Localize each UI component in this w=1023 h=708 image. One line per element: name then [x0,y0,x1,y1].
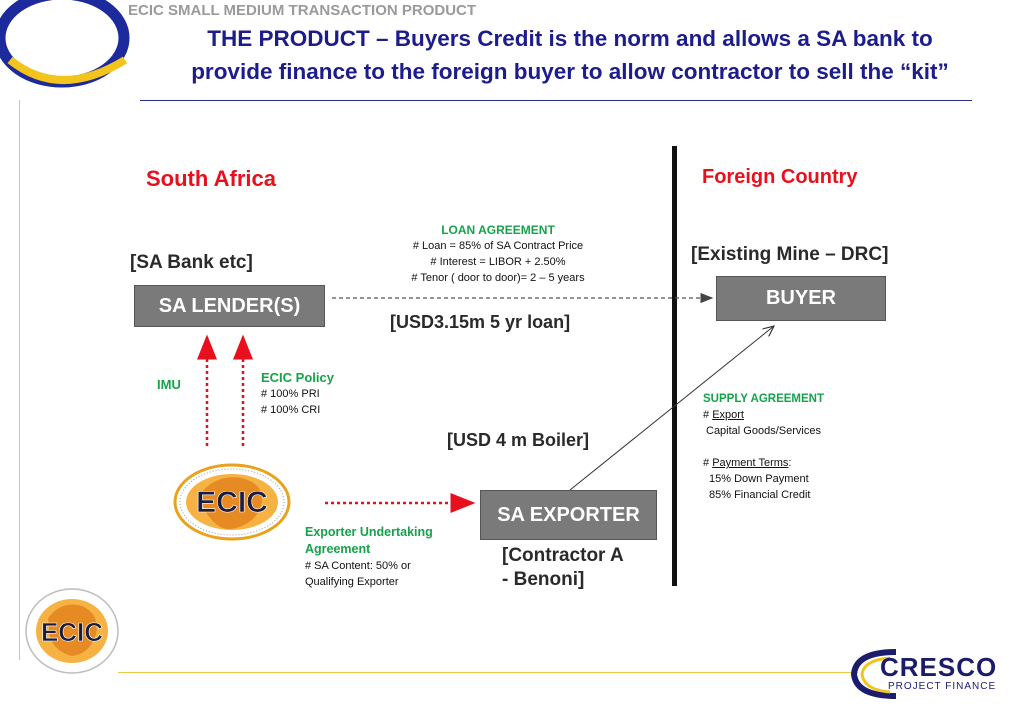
cresco-swoosh [850,649,897,699]
boiler-amount: [USD 4 m Boiler] [447,430,590,450]
ecic-logo-main: ECIC [173,463,291,541]
page-title: THE PRODUCT – Buyers Credit is the norm … [120,22,1020,88]
spacer [703,439,824,455]
exporter-bracket: [Contractor A - Benoni] [502,544,624,592]
lender-bracket: [SA Bank etc] [130,252,253,273]
region-south-africa: South Africa [146,166,276,191]
ecic-logo-text: ECIC [196,486,268,519]
buyer-bracket: [Existing Mine – DRC] [691,244,889,265]
loan-line: # Loan = 85% of SA Contract Price [412,240,584,252]
corner-swoosh-logo [0,0,130,88]
title-rule [140,100,972,101]
supply-agreement-title: SUPPLY AGREEMENT [703,393,824,405]
loan-agreement-title: LOAN AGREEMENT [441,223,555,237]
region-foreign-country: Foreign Country [702,166,858,188]
ecic-logo-small: ECIC [25,588,119,674]
title-line-2: provide finance to the foreign buyer to … [191,59,949,84]
supply-terms-line: 15% Down Payment [709,473,809,485]
loan-line: # Tenor ( door to door)= 2 – 5 years [411,272,585,284]
left-accent-bar [0,100,20,660]
undertaking-line: # SA Content: 50% or [305,560,411,572]
undertaking-title: Exporter Undertaking [305,525,433,539]
ecic-policy-title: ECIC Policy [261,370,334,385]
exporter-bracket-line: - Benoni] [502,569,585,590]
supply-agreement: SUPPLY AGREEMENT # Export Capital Goods/… [703,391,824,503]
title-line-1: THE PRODUCT – Buyers Credit is the norm … [207,26,933,51]
ecic-small-text: ECIC [41,617,103,647]
buyer-box: BUYER [716,276,886,321]
supply-terms-line: 85% Financial Credit [709,489,811,501]
supply-terms-row: # Payment Terms: [703,455,824,471]
ecic-policy-line: # 100% PRI [261,388,320,400]
payment-terms-label: Payment Terms [712,457,789,469]
loan-amount: [USD3.15m 5 yr loan] [390,312,571,332]
sa-lender-box: SA LENDER(S) [134,285,325,327]
supply-export-detail: Capital Goods/Services [706,425,821,437]
cresco-name: CRESCO [880,652,998,682]
loan-agreement: LOAN AGREEMENT # Loan = 85% of SA Contra… [380,222,616,286]
imu-label: IMU [157,377,181,392]
exporter-bracket-line: [Contractor A [502,545,624,566]
hash: # [703,457,713,469]
cresco-logo: CRESCO PROJECT FINANCE [850,646,1020,702]
ecic-policy: ECIC Policy # 100% PRI # 100% CRI [261,370,334,418]
exporter-undertaking: Exporter Undertaking Agreement # SA Cont… [305,524,433,590]
sa-exporter-box: SA EXPORTER [480,490,657,540]
supertitle: ECIC SMALL MEDIUM TRANSACTION PRODUCT [128,2,477,19]
border-divider [672,146,677,586]
undertaking-line: Qualifying Exporter [305,576,399,588]
hash: # [703,409,713,421]
loan-line: # Interest = LIBOR + 2.50% [430,256,566,268]
supply-export-row: # Export [703,407,824,423]
bottom-accent-line [118,672,858,673]
cresco-sub: PROJECT FINANCE [888,681,997,692]
undertaking-title: Agreement [305,542,371,556]
colon: : [788,457,792,469]
ecic-policy-line: # 100% CRI [261,404,321,416]
export-label: Export [712,409,744,421]
